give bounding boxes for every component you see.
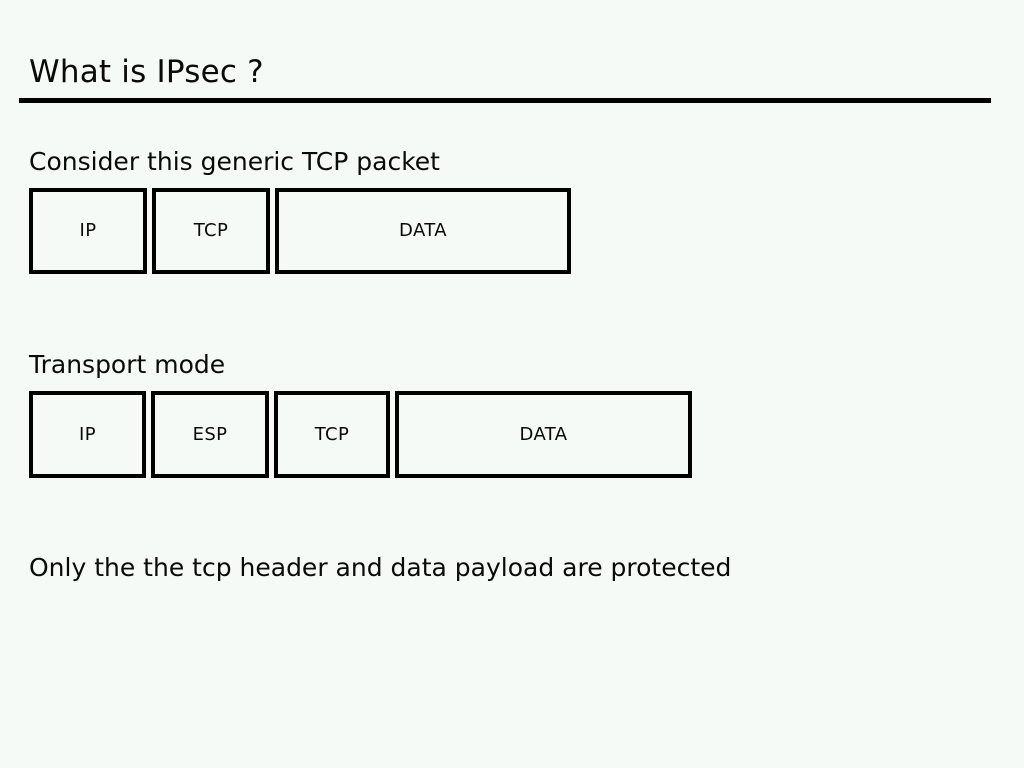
title-underline-rule xyxy=(19,98,991,103)
packet-field-label: TCP xyxy=(193,220,229,241)
packet-field-tcp: TCP xyxy=(274,391,390,478)
packet-diagram-transport: IP ESP TCP DATA xyxy=(29,391,692,478)
packet-field-label: TCP xyxy=(314,423,350,445)
packet-field-label: DATA xyxy=(519,423,568,445)
packet-field-label: IP xyxy=(79,220,97,241)
packet-field-data: DATA xyxy=(275,188,571,274)
packet-field-label: ESP xyxy=(192,423,228,445)
section-heading-transport: Transport mode xyxy=(29,350,226,379)
section-heading-generic: Consider this generic TCP packet xyxy=(29,147,440,176)
caption-text: Only the the tcp header and data payload… xyxy=(29,553,732,582)
packet-field-data: DATA xyxy=(395,391,692,478)
packet-diagram-generic: IP TCP DATA xyxy=(29,188,571,274)
packet-field-label: IP xyxy=(79,423,96,445)
packet-field-tcp: TCP xyxy=(152,188,270,274)
packet-field-label: DATA xyxy=(399,220,447,241)
packet-field-ip: IP xyxy=(29,391,146,478)
page-title: What is IPsec ? xyxy=(29,54,264,90)
packet-field-ip: IP xyxy=(29,188,147,274)
packet-field-esp: ESP xyxy=(151,391,269,478)
